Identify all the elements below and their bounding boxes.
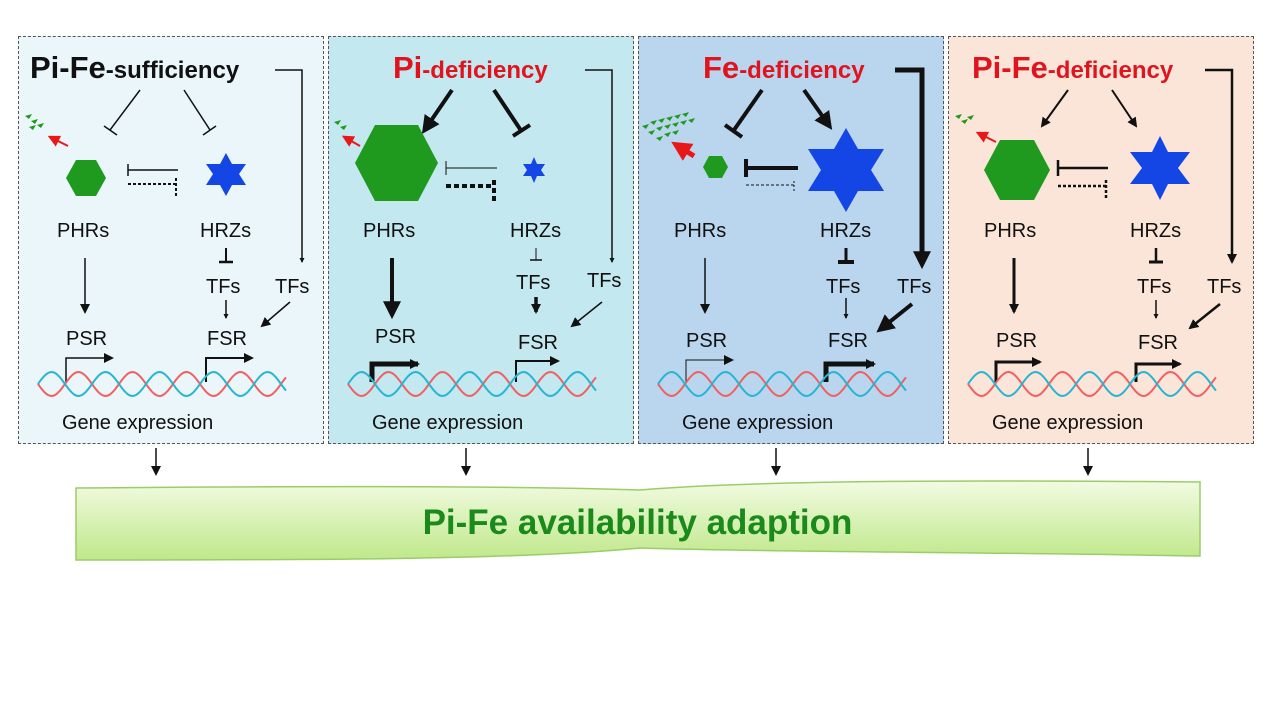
adaption-banner: [75, 480, 1201, 561]
down-arrows: [151, 448, 1093, 476]
panel-pi-fe-deficiency: [948, 36, 1254, 444]
panel-title-suffix: -deficiency: [1047, 57, 1174, 84]
hrzs-label: HRZs: [1130, 220, 1182, 242]
leaf-icon: [25, 114, 44, 130]
panel-title: Pi-Fe-sufficiency: [30, 50, 239, 86]
tfs-label: TFs: [1207, 276, 1242, 298]
tfs-label: TFs: [275, 276, 310, 298]
tfs-label: TFs: [826, 276, 861, 298]
hrzs-label: HRZs: [820, 220, 872, 242]
dna-strand: [37, 370, 287, 398]
panel-pi-deficiency: [328, 36, 634, 444]
inhibit-line: [183, 89, 211, 131]
psr-label: PSR: [996, 330, 1038, 352]
tfs-arrow: [275, 69, 305, 263]
hrz-star-icon: [206, 153, 246, 196]
tfs-label: TFs: [1137, 276, 1172, 298]
panel-title-main: Pi: [393, 50, 423, 85]
fsr-label: FSR: [207, 328, 247, 350]
phrs-label: PHRs: [57, 220, 110, 242]
panel-title-main: Fe: [703, 50, 740, 85]
gene-expression-label: Gene expression: [62, 412, 214, 434]
tfs-label: TFs: [516, 272, 551, 294]
tfs-label: TFs: [587, 270, 622, 292]
fsr-label: FSR: [828, 330, 868, 352]
panel-title-suffix: -sufficiency: [105, 57, 240, 84]
gene-expression-label: Gene expression: [682, 412, 834, 434]
hrz-star-icon: [523, 157, 545, 183]
gene-expression-label: Gene expression: [992, 412, 1144, 434]
panel-title-suffix: -deficiency: [422, 57, 548, 84]
dna-strand: [967, 370, 1217, 398]
dna-helix-group: [37, 370, 1217, 398]
gene-expression-label: Gene expression: [372, 412, 524, 434]
leaf-icon: [642, 112, 695, 141]
panel-2-graphics: [334, 69, 615, 382]
phr-hexagon-icon: [355, 125, 438, 201]
leaf-icon: [955, 114, 974, 124]
psr-label: PSR: [686, 330, 728, 352]
panel-title: Pi-Fe-deficiency: [972, 50, 1173, 86]
psr-label: PSR: [66, 328, 108, 350]
panel-title: Fe-deficiency: [703, 50, 865, 86]
panel-pi-fe-sufficiency: [18, 36, 324, 444]
dna-strand: [347, 370, 597, 398]
panel-4-graphics: [955, 68, 1237, 382]
phr-hexagon-icon: [984, 140, 1050, 200]
panel-title-main: Pi-Fe: [972, 50, 1048, 85]
phrs-label: PHRs: [674, 220, 727, 242]
tfs-label: TFs: [897, 276, 932, 298]
fsr-label: FSR: [1138, 332, 1178, 354]
fsr-label: FSR: [518, 332, 558, 354]
dna-strand: [347, 370, 597, 398]
phr-hexagon-icon: [66, 160, 106, 196]
panel-title-suffix: -deficiency: [739, 57, 865, 84]
dna-strand: [37, 370, 287, 398]
hrzs-label: HRZs: [200, 220, 252, 242]
hrz-star-icon: [808, 128, 884, 212]
tfs-label: TFs: [206, 276, 241, 298]
release-arrow: [47, 135, 69, 147]
leaf-icon: [334, 120, 347, 130]
phr-hexagon-icon: [703, 156, 728, 178]
inhibit-line: [109, 89, 141, 131]
phrs-label: PHRs: [363, 220, 416, 242]
panel-1-graphics: [25, 69, 305, 382]
hrzs-label: HRZs: [510, 220, 562, 242]
panel-title: Pi-deficiency: [393, 50, 548, 86]
banner-title: Pi-Fe availability adaption: [422, 503, 853, 542]
dna-strand: [967, 370, 1217, 398]
phrs-label: PHRs: [984, 220, 1037, 242]
dna-strand: [657, 370, 907, 398]
dna-strand: [657, 370, 907, 398]
psr-label: PSR: [375, 326, 417, 348]
panel-3-graphics: [642, 67, 931, 382]
panel-title-main: Pi-Fe: [30, 50, 106, 85]
hrz-star-icon: [1130, 136, 1190, 200]
panel-fe-deficiency: [638, 36, 944, 444]
